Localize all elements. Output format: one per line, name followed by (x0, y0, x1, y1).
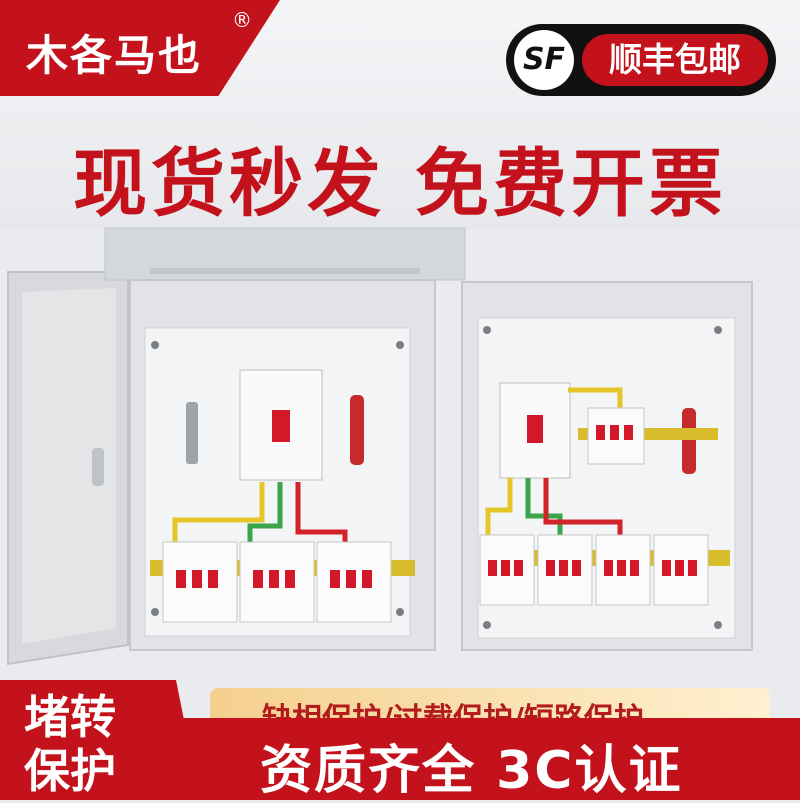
headline: 现货秒发 免费开票 (73, 141, 727, 227)
screw-icon (483, 326, 491, 334)
sf-shipping-label: 顺丰包邮 (582, 34, 768, 86)
sf-logo-icon: SF (514, 30, 574, 90)
wire-yellow (172, 482, 265, 550)
corner-badge (0, 680, 200, 800)
sf-express-badge: SF 顺丰包邮 (506, 24, 776, 96)
screw-icon (151, 608, 159, 616)
bus-bar-left (350, 395, 364, 465)
screw-icon (396, 608, 404, 616)
corner-badge-text: 堵转 保护 (24, 690, 164, 798)
wire-green (247, 482, 283, 550)
branch-breakers-left (162, 541, 392, 623)
main-breaker-left-handle (272, 410, 290, 442)
branch-breakers-right (479, 407, 709, 606)
wire-red (295, 482, 348, 550)
screw-icon (396, 341, 404, 349)
corner-line-2: 保护 (24, 744, 116, 798)
distribution-box-illustration (7, 227, 753, 666)
cabinet-roof-vent (150, 268, 420, 274)
certification-text: 资质齐全 3C认证 (260, 741, 683, 801)
registered-mark: ® (232, 8, 252, 32)
screw-icon (714, 621, 722, 629)
bus-bar-right (682, 408, 696, 474)
corner-line-1: 堵转 (24, 690, 116, 744)
left-door-inner (22, 288, 116, 644)
main-breaker-right-handle (527, 415, 543, 443)
brand-logo-text: 木各马也 (26, 31, 203, 80)
neutral-bar (186, 402, 198, 464)
door-handle-icon (92, 448, 104, 486)
screw-icon (483, 621, 491, 629)
screw-icon (151, 341, 159, 349)
wire-red-right (543, 478, 623, 538)
screw-icon (714, 326, 722, 334)
wire-yellow-right (485, 478, 513, 538)
